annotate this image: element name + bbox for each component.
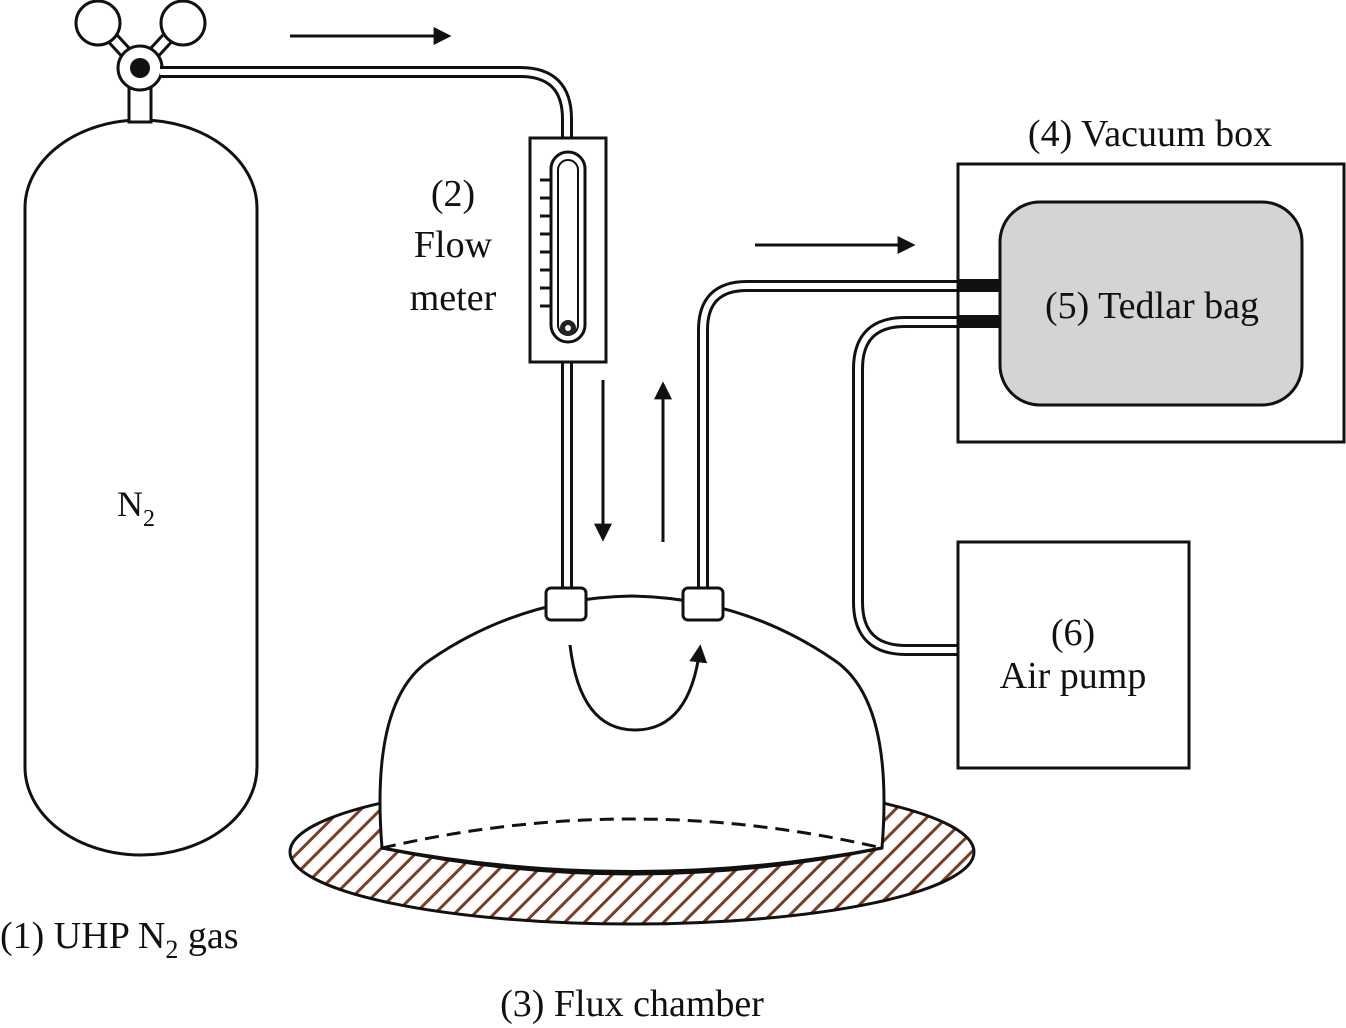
tedlar-bag (998, 200, 1304, 407)
cylinder-neck (127, 86, 153, 124)
air-pump-box (956, 540, 1191, 770)
tedlar-bag-label: (5) Tedlar bag (1045, 285, 1259, 327)
flow-arrows (290, 27, 916, 542)
chamber-rim-dashed (381, 817, 883, 850)
valve-icon (74, 0, 207, 92)
uhp-gas-label: (1) UHP N2 gas (0, 915, 239, 964)
flow-meter-scale (540, 178, 551, 308)
gas-cylinder (23, 86, 259, 857)
circulation-arrow (568, 644, 708, 732)
flux-chamber (288, 586, 976, 926)
vacuum-box (956, 162, 1346, 444)
tube-chamber-to-bag (697, 280, 1000, 592)
tube-cylinder-to-flowmeter (160, 66, 573, 140)
chamber-outlet-port (681, 586, 725, 622)
flow-meter-num-label: (2) (431, 173, 475, 215)
flow-meter-label-1: Flow (414, 224, 493, 266)
tubing (160, 66, 1000, 656)
cylinder-gas-label: N2 (117, 484, 155, 532)
flow-meter-tube (549, 150, 587, 344)
vacuum-box-label: (4) Vacuum box (1028, 113, 1272, 155)
flux-chamber-label: (3) Flux chamber (500, 983, 764, 1025)
air-pump-label: Air pump (1000, 655, 1147, 697)
air-pump-num-label: (6) (1051, 612, 1095, 654)
bag-connector-2 (958, 315, 1000, 328)
flow-meter-label-2: meter (410, 277, 497, 319)
chamber-inlet-port (544, 586, 588, 622)
flow-meter (528, 136, 608, 364)
chamber-dome (378, 594, 886, 873)
bag-connector-1 (958, 279, 1000, 292)
